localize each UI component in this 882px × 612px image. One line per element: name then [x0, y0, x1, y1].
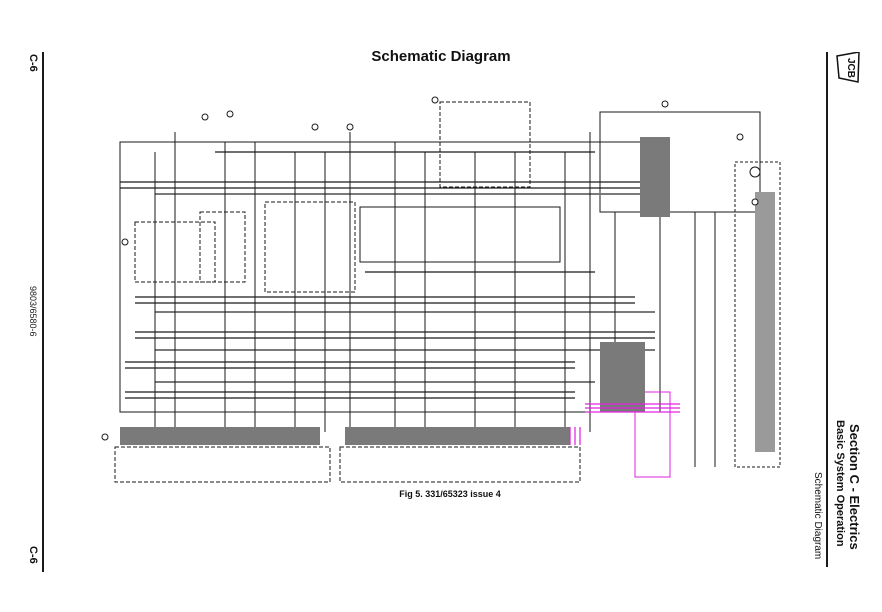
right-margin-rule	[826, 52, 828, 567]
svg-text:JCB: JCB	[845, 58, 856, 78]
jcb-logo: JCB	[836, 52, 860, 83]
legend-box	[439, 101, 531, 188]
bottom-connector-left	[114, 446, 331, 483]
topic-title: Schematic Diagram	[812, 472, 823, 560]
document-reference: 9803/6580-6	[28, 286, 38, 337]
magenta-highlight-box	[634, 391, 671, 478]
page-title: Schematic Diagram	[371, 48, 511, 65]
switch-block	[264, 201, 356, 293]
page-number-bottom: C-6	[27, 546, 39, 564]
right-connector-column	[734, 161, 781, 468]
section-title: Section C - Electrics	[847, 424, 862, 550]
subsection-title: Basic System Operation	[834, 420, 846, 547]
figure-caption: Fig 5. 331/65323 issue 4	[399, 489, 501, 499]
bottom-connector-middle	[339, 446, 581, 483]
wiring-schematic	[101, 96, 781, 483]
instrument-switches	[359, 206, 561, 263]
relay-block	[199, 211, 246, 283]
main-harness-outline	[119, 141, 661, 413]
left-margin-rule	[42, 52, 44, 572]
